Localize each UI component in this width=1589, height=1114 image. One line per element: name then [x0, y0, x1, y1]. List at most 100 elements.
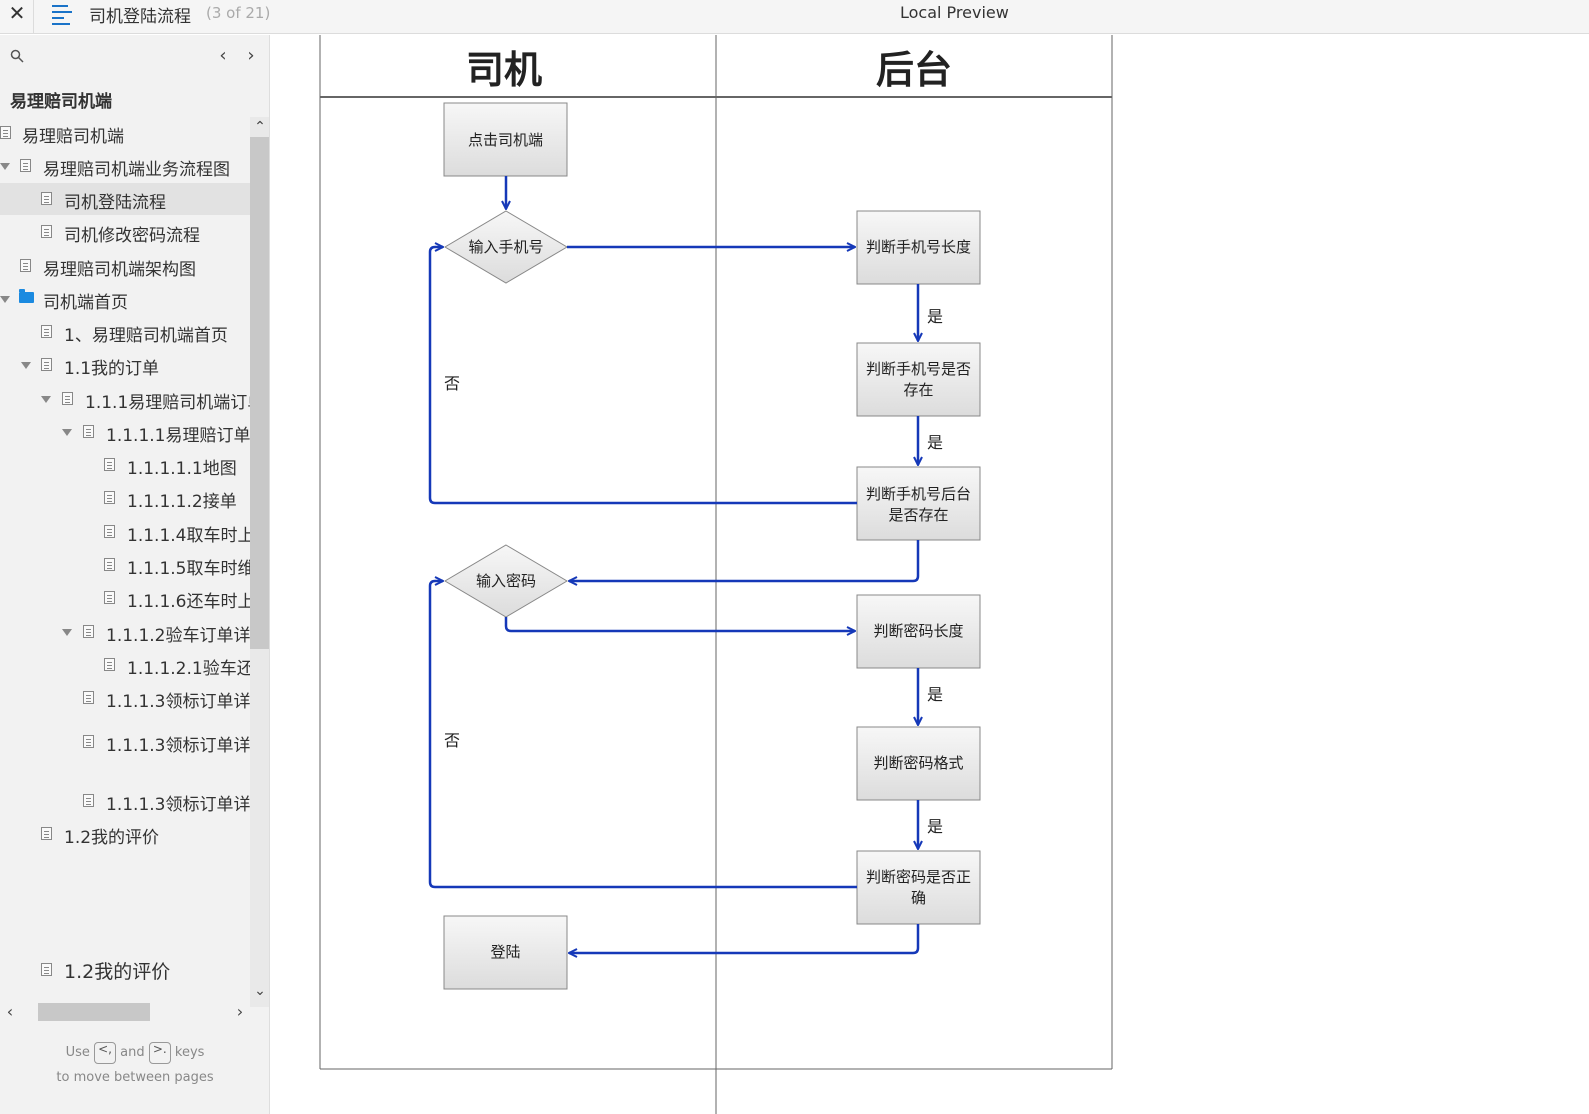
tree-item[interactable]: 1.1.1易理赔司机端订单 — [0, 383, 250, 415]
scroll-right-icon[interactable]: › — [236, 1002, 244, 1021]
edge-label-yes: 是 — [927, 685, 944, 704]
tree-item[interactable]: 司机端首页 — [0, 283, 250, 315]
tree-item[interactable]: 易理赔司机端 — [0, 117, 250, 149]
next-key-icon: >. — [148, 1041, 171, 1064]
tree-item[interactable]: 1.1.1.1易理赔订单详 — [0, 416, 250, 448]
node-label: 输入手机号 — [468, 238, 544, 256]
swimlanes — [319, 35, 1113, 1114]
vertical-scrollbar-thumb[interactable] — [250, 137, 269, 649]
page-icon — [83, 625, 94, 638]
page-icon — [83, 425, 94, 438]
sitemap-sidebar: ‹ › 易理赔司机端 易理赔司机端 易理赔司机端业务流程图 司机登陆流程 司机修… — [0, 35, 270, 1114]
node-label: 输入密码 — [475, 572, 536, 590]
divider — [33, 0, 34, 34]
tree-item[interactable]: 1.1.1.2.1验车还车 — [0, 649, 250, 681]
page-icon — [41, 963, 52, 976]
tree-item-label: 1.1.1易理赔司机端订单 — [85, 393, 250, 413]
sitemap-toggle-icon[interactable] — [52, 4, 72, 25]
tree-item[interactable]: 1.1.1.2验车订单详情 — [0, 616, 250, 648]
node-label-line: 是否存在 — [888, 506, 949, 524]
expand-caret-icon[interactable] — [21, 362, 31, 369]
expand-caret-icon[interactable] — [0, 296, 10, 303]
tree-item-label: 1.2我的评价 — [64, 961, 171, 983]
page-icon — [104, 525, 115, 538]
sitemap-tree: 易理赔司机端 易理赔司机端业务流程图 司机登陆流程 司机修改密码流程 易理赔司机… — [0, 117, 250, 1007]
tree-item[interactable]: 1.2我的评价 — [0, 818, 250, 850]
page-icon — [41, 225, 52, 238]
tree-item[interactable]: 1.1.1.6还车时上传 — [0, 582, 250, 614]
node-label-line: 确 — [910, 889, 926, 907]
tree-item-label: 1.1.1.2验车订单详情 — [106, 626, 250, 646]
page-icon — [104, 458, 115, 471]
prev-key-icon: <, — [94, 1041, 116, 1064]
page-icon — [104, 591, 115, 604]
tree-item-label: 1.1.1.4取车时上传 — [127, 526, 250, 546]
node-label: 判断密码是否正 确 — [857, 867, 980, 909]
page-icon — [83, 794, 94, 807]
project-title: 易理赔司机端 — [10, 92, 112, 112]
expand-caret-icon[interactable] — [41, 396, 51, 403]
tree-item-label: 1.1.1.3领标订单详情 — [106, 692, 250, 712]
expand-caret-icon[interactable] — [62, 429, 72, 436]
tree-item[interactable]: 1、易理赔司机端首页 — [0, 316, 250, 348]
tree-item-label: 司机登陆流程 — [64, 193, 166, 213]
lane-title-backend: 后台 — [876, 48, 953, 92]
tree-item-label: 易理赔司机端架构图 — [43, 260, 196, 280]
tree-item[interactable]: 司机修改密码流程 — [0, 216, 250, 248]
tree-item[interactable]: 1.1.1.5取车时维修 — [0, 549, 250, 581]
scroll-up-icon[interactable]: ⌃ — [254, 119, 266, 135]
node-check-phone-exist — [856, 342, 981, 417]
tree-item-label: 易理赔司机端 — [22, 127, 124, 147]
previous-page-button[interactable]: ‹ — [219, 45, 227, 66]
scroll-down-icon[interactable]: ⌄ — [254, 983, 266, 999]
tree-item[interactable]: 易理赔司机端业务流程图 — [0, 150, 250, 182]
node-label: 登陆 — [490, 943, 521, 961]
node-label-line: 判断手机号后台 — [865, 485, 971, 503]
page-icon — [41, 827, 52, 840]
close-icon[interactable]: ✕ — [8, 1, 26, 25]
expand-caret-icon[interactable] — [0, 163, 10, 170]
tree-item[interactable]: 1.1.1.4取车时上传 — [0, 516, 250, 548]
page-icon — [104, 658, 115, 671]
tree-item[interactable]: 1.1.1.3领标订单详情 — [0, 785, 250, 817]
page-icon — [83, 735, 94, 748]
tree-item-label: 易理赔司机端业务流程图 — [43, 160, 230, 180]
scroll-left-icon[interactable]: ‹ — [6, 1002, 14, 1021]
tree-item-label: 1.1.1.1.2接单 — [127, 492, 237, 512]
tree-item-label: 1.1.1.1易理赔订单详 — [106, 426, 250, 446]
tree-item-label: 1.1.1.3领标订单详情 — [106, 795, 250, 815]
node-input-phone — [444, 210, 568, 284]
page-icon — [41, 325, 52, 338]
tree-item-selected[interactable]: 司机登陆流程 — [0, 183, 250, 215]
search-icon[interactable] — [10, 49, 24, 63]
node-check-pwd-ok — [856, 850, 981, 925]
tree-item[interactable]: 1.1我的订单 — [0, 349, 250, 381]
hint-text: keys — [174, 1045, 205, 1060]
edge-label-yes: 是 — [927, 433, 944, 452]
node-label: 判断密码长度 — [873, 622, 964, 640]
page-icon — [41, 192, 52, 205]
tree-item[interactable]: 1.1.1.1.1地图 — [0, 449, 250, 481]
node-label: 判断手机号是否 存在 — [857, 359, 980, 401]
preview-title: Local Preview — [900, 3, 1009, 22]
tree-item[interactable]: 1.1.1.3领标订单详情 — [0, 726, 250, 758]
tree-item[interactable]: 1.1.1.3领标订单详情 — [0, 682, 250, 714]
page-icon — [83, 691, 94, 704]
node-label-line: 判断手机号是否 — [865, 360, 971, 378]
page-icon — [20, 159, 31, 172]
tree-item[interactable]: 1.1.1.1.2接单 — [0, 482, 250, 514]
hint-text: to move between pages — [56, 1070, 214, 1085]
node-click-app — [443, 102, 568, 177]
flow-nodes — [443, 102, 981, 990]
page-icon — [104, 491, 115, 504]
hint-text: Use — [65, 1045, 90, 1060]
expand-caret-icon[interactable] — [62, 629, 72, 636]
horizontal-scrollbar-thumb[interactable] — [38, 1003, 150, 1021]
tree-item-label: 司机修改密码流程 — [64, 226, 200, 246]
node-label: 点击司机端 — [467, 131, 543, 149]
page-icon — [20, 259, 31, 272]
tree-item[interactable]: 易理赔司机端架构图 — [0, 250, 250, 282]
next-page-button[interactable]: › — [247, 45, 255, 66]
tree-item[interactable]: 1.2我的评价 — [0, 954, 250, 986]
edge-label-yes: 是 — [927, 307, 944, 326]
